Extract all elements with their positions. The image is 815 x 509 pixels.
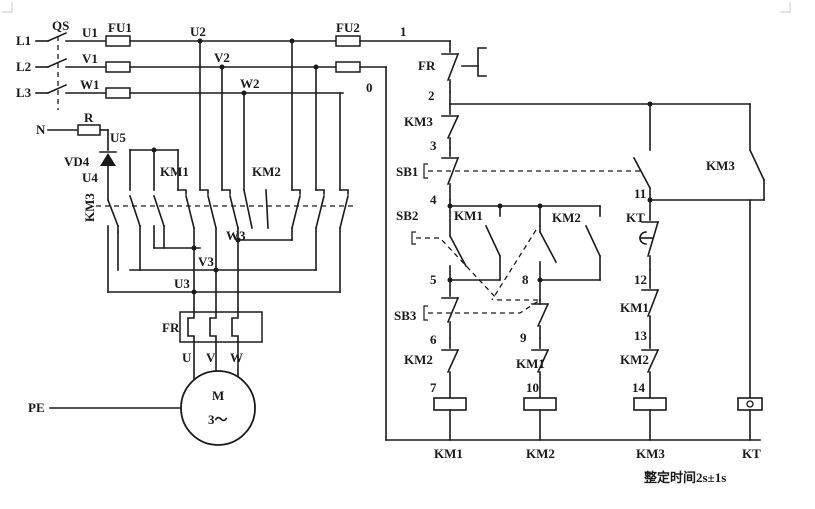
label-node-12: 12	[634, 272, 647, 287]
label-kt-contact: KT	[626, 210, 645, 225]
label-km1-hold: KM1	[454, 208, 483, 223]
qs-switch	[46, 31, 68, 110]
km1-contacts	[177, 189, 239, 229]
label-v3: V3	[198, 254, 214, 269]
fuse-fu2-1	[335, 35, 361, 47]
fuse-fu2-2	[335, 61, 361, 73]
label-qs: QS	[52, 18, 69, 33]
label-node-14: 14	[632, 380, 646, 395]
km2-nc-contact-col3	[641, 337, 660, 399]
coil-km1	[433, 397, 467, 411]
label-km1-col3: KM1	[620, 300, 649, 315]
motor	[180, 370, 256, 446]
label-node-8: 8	[522, 272, 529, 287]
label-u4: U4	[82, 170, 98, 185]
label-w3: W3	[226, 228, 246, 243]
km3-contacts	[96, 194, 356, 228]
label-u1: U1	[82, 25, 98, 40]
label-sb3: SB3	[394, 308, 417, 323]
label-fr-control: FR	[418, 58, 436, 73]
label-coil-km2: KM2	[526, 446, 555, 461]
label-km2-col3: KM2	[620, 352, 649, 367]
label-w1: W1	[80, 77, 100, 92]
label-km2-hold: KM2	[552, 210, 581, 225]
label-w: W	[230, 350, 243, 365]
km1-nc-contact-col3	[641, 269, 660, 339]
label-fu1: FU1	[108, 20, 132, 35]
label-sb1: SB1	[396, 164, 418, 179]
fuse-fu1-l3	[105, 87, 131, 99]
label-node-7: 7	[430, 380, 437, 395]
coil-kt	[737, 397, 763, 411]
fr-thermal-relay	[179, 311, 263, 343]
label-coil-km1: KM1	[434, 446, 463, 461]
label-u2: U2	[190, 24, 206, 39]
control-circuit	[385, 40, 766, 441]
label-coil-km3: KM3	[636, 446, 665, 461]
label-vd4: VD4	[64, 154, 90, 169]
label-motor-phase: 3～	[208, 412, 228, 427]
label-node-11: 11	[634, 186, 646, 201]
km1-self-hold	[449, 224, 502, 281]
label-fu2: FU2	[336, 20, 360, 35]
label-coil-kt: KT	[742, 446, 761, 461]
label-pe: PE	[28, 400, 45, 415]
corner-mark-left	[2, 2, 13, 13]
label-km2-nc: KM2	[404, 352, 433, 367]
fr-nc-contact	[441, 40, 487, 93]
label-node-4: 4	[430, 192, 437, 207]
sb1-stop-button	[423, 147, 640, 201]
label-n: N	[36, 122, 46, 137]
label-node-5: 5	[430, 272, 437, 287]
label-node-9: 9	[520, 330, 527, 345]
label-r: R	[84, 110, 94, 125]
sb2-nc-contact	[531, 299, 550, 339]
label-km1-nc: KM1	[516, 356, 545, 371]
label-u3: U3	[174, 276, 190, 291]
label-km1-power: KM1	[160, 164, 189, 179]
label-l1: L1	[16, 33, 31, 48]
fuse-fu1-l1	[105, 35, 131, 47]
label-w2: W2	[240, 76, 260, 91]
km2-contacts	[243, 189, 349, 229]
label-fr-power: FR	[162, 320, 180, 335]
label-node-3: 3	[430, 138, 437, 153]
km3-nc-contact	[441, 103, 460, 149]
label-u: U	[182, 350, 192, 365]
label-node-6: 6	[430, 332, 437, 347]
kt-timer-contact	[639, 199, 659, 271]
corner-mark-right	[780, 2, 791, 13]
label-v2: V2	[214, 50, 230, 65]
label-node-10: 10	[526, 380, 539, 395]
label-timer-setting: 整定时间2s±1s	[643, 470, 726, 485]
coil-km2	[523, 397, 557, 411]
label-node-0: 0	[366, 80, 373, 95]
km2-nc-contact	[441, 337, 460, 399]
labels: QS L1 L2 L3 N U1 V1 W1 R U5 VD4 U4 KM3 F…	[16, 18, 761, 485]
km3-no-contact-kt	[649, 148, 766, 399]
label-motor-m: M	[212, 388, 224, 403]
power-circuit	[35, 31, 451, 446]
coil-km3	[633, 397, 667, 411]
label-km3-vertical: KM3	[82, 193, 97, 222]
diode-vd4	[99, 151, 117, 166]
label-km3-no: KM3	[706, 158, 735, 173]
label-v1: V1	[82, 51, 98, 66]
label-node-2: 2	[428, 88, 435, 103]
km1-nc-contact	[531, 337, 550, 399]
label-l3: L3	[16, 85, 32, 100]
fuse-fu1-l2	[105, 61, 131, 73]
label-sb2: SB2	[396, 208, 418, 223]
label-node-13: 13	[634, 328, 648, 343]
resistor-r	[77, 124, 101, 136]
label-km2-power: KM2	[252, 164, 281, 179]
sb3-button	[423, 279, 541, 339]
label-km3-nc: KM3	[404, 114, 433, 129]
label-v: V	[206, 350, 216, 365]
label-node-1: 1	[400, 24, 407, 39]
label-l2: L2	[16, 59, 31, 74]
km2-self-hold	[538, 224, 602, 281]
label-u5: U5	[110, 130, 126, 145]
